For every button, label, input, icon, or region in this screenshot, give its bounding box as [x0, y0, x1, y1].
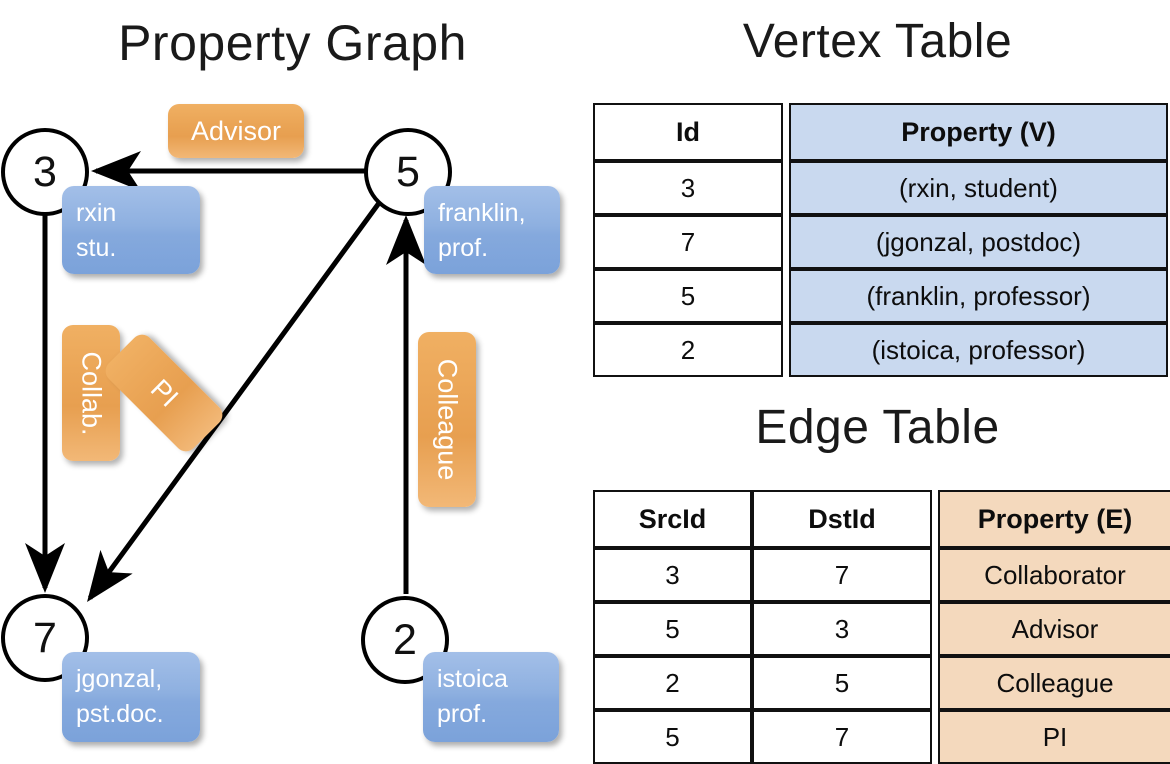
vertex-cell-id: 2	[593, 323, 783, 377]
graph-node-5[interactable]: 5	[364, 128, 452, 216]
node-property-box-7: jgonzal, pst.doc.	[62, 652, 200, 742]
edge-label-text: Collab.	[76, 350, 107, 436]
page-title-property-graph: Property Graph	[118, 15, 467, 71]
table-row: 3 7 Collaborator	[593, 548, 1170, 602]
node-property-line2: prof.	[437, 699, 488, 728]
edge-cell-srcid: 5	[593, 602, 752, 656]
vertex-table: Id Property (V) 3 (rxin, student) 7 (jgo…	[593, 103, 1168, 377]
edge-header-srcid: SrcId	[593, 490, 752, 548]
node-property-line2: stu.	[76, 233, 117, 262]
property-graph-diagram: 3 5 7 2 rxin stu. franklin, prof. jgonza…	[0, 0, 585, 760]
edge-cell-property: Advisor	[938, 602, 1170, 656]
node-property-line1: jgonzal,	[76, 665, 163, 693]
table-row: 2 (istoica, professor)	[593, 323, 1168, 377]
edge-cell-dstid: 5	[752, 656, 932, 710]
edge-arrow-5-to-7	[87, 201, 382, 603]
page-title-edge-table: Edge Table	[755, 401, 1000, 454]
node-property-line2: prof.	[438, 233, 489, 262]
table-row: 7 (jgonzal, postdoc)	[593, 215, 1168, 269]
edge-cell-dstid: 7	[752, 548, 932, 602]
vertex-cell-property: (rxin, student)	[789, 161, 1168, 215]
edge-table: SrcId DstId Property (E) 3 7 Collaborato…	[593, 490, 1170, 764]
edge-label-text: Colleague	[432, 358, 463, 481]
node-property-line1: franklin,	[438, 199, 526, 227]
vertex-header-property: Property (V)	[789, 103, 1168, 161]
table-row: 2 5 Colleague	[593, 656, 1170, 710]
node-property-line1: rxin	[76, 199, 117, 227]
graph-node-2[interactable]: 2	[361, 596, 449, 684]
table-row: 5 (franklin, professor)	[593, 269, 1168, 323]
edge-label-collab: Collab.	[62, 325, 120, 461]
table-row: 5 7 PI	[593, 710, 1170, 764]
node-property-box-3: rxin stu.	[62, 186, 200, 274]
table-header-row: SrcId DstId Property (E)	[593, 490, 1170, 548]
edge-label-text: Advisor	[190, 115, 282, 146]
node-property-line1: istoica	[437, 665, 508, 693]
edge-label-colleague: Colleague	[418, 332, 476, 507]
vertex-header-id: Id	[593, 103, 783, 161]
edge-cell-property: PI	[938, 710, 1170, 764]
edge-cell-srcid: 5	[593, 710, 752, 764]
node-property-box-5: franklin, prof.	[424, 186, 560, 274]
table-header-row: Id Property (V)	[593, 103, 1168, 161]
vertex-cell-property: (franklin, professor)	[789, 269, 1168, 323]
graph-edge-arrows	[25, 151, 426, 603]
edge-cell-srcid: 3	[593, 548, 752, 602]
vertex-cell-id: 3	[593, 161, 783, 215]
edge-cell-dstid: 7	[752, 710, 932, 764]
edge-cell-property: Colleague	[938, 656, 1170, 710]
vertex-cell-id: 7	[593, 215, 783, 269]
edge-label-advisor: Advisor	[168, 104, 304, 158]
vertex-cell-property: (jgonzal, postdoc)	[789, 215, 1168, 269]
vertex-cell-property: (istoica, professor)	[789, 323, 1168, 377]
page-title-vertex-table: Vertex Table	[742, 15, 1013, 68]
edge-header-property: Property (E)	[938, 490, 1170, 548]
edge-label-text: PI	[144, 373, 184, 413]
table-row: 5 3 Advisor	[593, 602, 1170, 656]
vertex-cell-id: 5	[593, 269, 783, 323]
table-row: 3 (rxin, student)	[593, 161, 1168, 215]
edge-cell-property: Collaborator	[938, 548, 1170, 602]
edge-header-dstid: DstId	[752, 490, 932, 548]
edge-cell-srcid: 2	[593, 656, 752, 710]
edge-cell-dstid: 3	[752, 602, 932, 656]
node-property-line2: pst.doc.	[76, 699, 164, 728]
node-property-box-2: istoica prof.	[423, 652, 559, 742]
